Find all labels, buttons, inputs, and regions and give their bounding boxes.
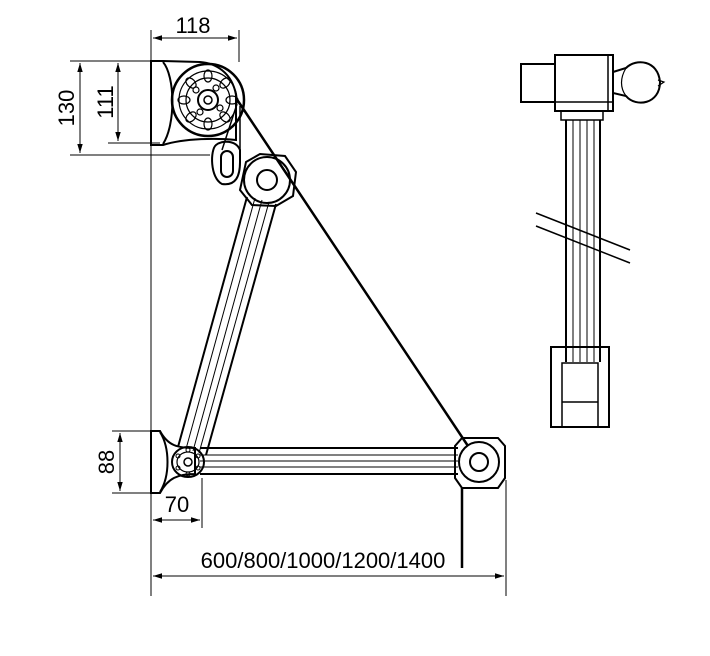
dimension-88: 88 [94, 430, 158, 494]
dim-label-88: 88 [94, 450, 119, 474]
dim-label-111: 111 [93, 85, 118, 118]
lower-right-joint [454, 437, 506, 568]
dim-label-130: 130 [54, 90, 79, 127]
tensioner-hook [211, 140, 241, 186]
lower-rosette-ornament [175, 447, 201, 477]
rosette-ornament [177, 69, 239, 131]
dimension-length: 600/800/1000/1200/1400 [150, 145, 507, 596]
upper-joint [238, 152, 298, 208]
lower-wall-mount [150, 430, 205, 494]
horizontal-arm [200, 447, 458, 475]
side-view [520, 54, 666, 428]
dimension-70: 70 [153, 478, 203, 528]
dim-label-length: 600/800/1000/1200/1400 [201, 548, 446, 573]
dim-label-118: 118 [175, 13, 210, 38]
tension-cable [221, 97, 470, 447]
dimension-130: 130 [54, 60, 210, 156]
dim-label-70: 70 [165, 492, 189, 517]
upper-wall-mount [150, 60, 246, 146]
dimension-118: 118 [150, 13, 240, 62]
dimension-111: 111 [93, 63, 160, 144]
diagonal-arm [177, 196, 277, 456]
